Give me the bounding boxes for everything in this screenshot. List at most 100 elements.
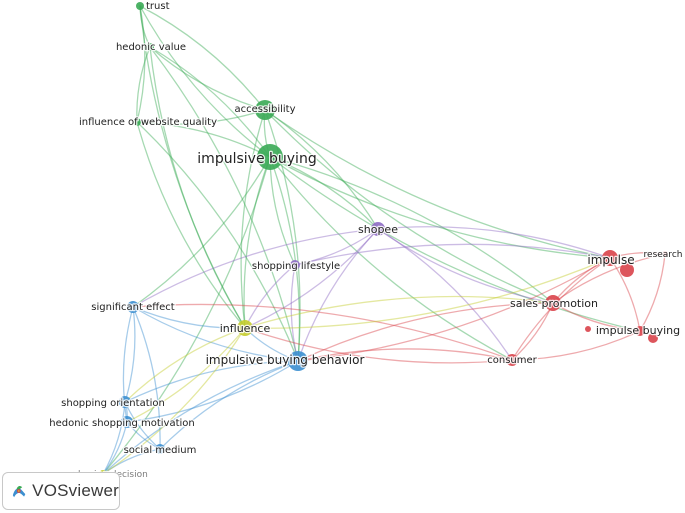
node-impulse[interactable]: [602, 250, 618, 266]
node-label-hsm: hedonic shopping motivation: [49, 418, 195, 429]
link-research-impulse_buying: [639, 253, 666, 332]
link-consumer-significant_effect: [132, 303, 513, 361]
link-layer: [102, 5, 666, 475]
node-research[interactable]: [662, 251, 668, 257]
link-accessibility-ibb: [264, 109, 301, 362]
node-influence[interactable]: [237, 320, 253, 336]
node-shopee[interactable]: [371, 222, 385, 236]
link-sales_promotion-ibb: [297, 302, 554, 362]
link-hedonic_value-influence: [149, 46, 246, 329]
link-shopee-consumer: [377, 228, 513, 361]
link-impulsive_buying-significant_effect: [132, 156, 271, 308]
link-sales_promotion-impulse_buying: [552, 302, 641, 332]
link-accessibility-shopee: [264, 109, 379, 230]
node-label-shopping-lifestyle: shopping lifestyle: [252, 261, 340, 272]
link-impulsive_buying-influence: [243, 156, 271, 329]
node-trust[interactable]: [136, 2, 144, 10]
link-shopee-ibb: [297, 228, 379, 362]
node-label-sales-promotion: sales promotion: [510, 297, 598, 310]
link-impulsive_buying-impulse_buying: [269, 156, 641, 332]
node-label-research: research: [644, 250, 683, 260]
node-consumer[interactable]: [506, 354, 518, 366]
link-impulse_buying-consumer: [511, 330, 641, 361]
link-accessibility-impulse: [264, 109, 611, 259]
node-label-impulsive-buying: impulsive buying: [197, 151, 316, 167]
link-trust-website_quality: [136, 5, 146, 123]
link-impulsive_buying-impulse: [269, 156, 611, 259]
node-label-website-quality: influence of website quality: [79, 117, 217, 128]
node-ibb[interactable]: [288, 351, 308, 371]
link-shopping_lifestyle-impulse: [294, 243, 611, 266]
link-website_quality-ibb: [136, 121, 299, 362]
link-impulsive_buying-ibb: [269, 156, 301, 362]
node-label-significant-effect: significant effect: [91, 302, 175, 313]
link-influence-shopping_orientation: [124, 327, 246, 403]
node-layer: [99, 2, 668, 478]
link-impulsive_buying-trust: [139, 5, 271, 158]
node-impulse-buying[interactable]: [635, 326, 645, 336]
link-impulsive_buying-consumer: [269, 156, 513, 361]
link-social_medium-purchasing_decision: [102, 448, 161, 475]
node-label-impulse-buying: impulse buying: [596, 324, 680, 337]
link-accessibility-hedonic_value: [149, 46, 266, 111]
link-influence-purchasing_decision: [102, 327, 246, 475]
node-social-medium[interactable]: [155, 444, 165, 454]
link-ibb-significant_effect: [132, 306, 299, 362]
link-impulsive_buying-website_quality: [136, 121, 271, 158]
node-label-impulse: impulse: [587, 253, 634, 267]
link-consumer-influence: [244, 327, 513, 364]
link-shopee-impulse: [377, 226, 611, 259]
node-accessibility[interactable]: [255, 100, 275, 120]
link-accessibility-influence: [240, 109, 266, 329]
link-impulsive_buying-purchasing_decision: [102, 156, 271, 475]
link-influence-sales_promotion: [244, 295, 554, 329]
vosviewer-logo-icon: [12, 485, 26, 498]
node-impulsive-buying[interactable]: [257, 144, 283, 170]
node-shopping-lifestyle[interactable]: [290, 260, 300, 270]
link-consumer-ibb: [297, 348, 513, 362]
node-label-trust: trust: [146, 1, 170, 12]
link-significant_effect-hsm: [122, 306, 134, 423]
link-influence-impulse: [244, 257, 611, 329]
link-hedonic_value-website_quality: [136, 46, 151, 123]
node-significant-effect[interactable]: [127, 301, 139, 313]
vosviewer-brand-text: VOSviewer: [32, 481, 119, 500]
node-label-ibb: impulsive buying behavior: [206, 353, 365, 367]
link-ibb-purchasing_decision: [102, 360, 299, 475]
node-hsm[interactable]: [121, 416, 133, 428]
link-impulsive_buying-sales_promotion: [269, 156, 554, 304]
link-accessibility-trust: [139, 5, 266, 111]
node-label-influence: influence: [220, 322, 271, 335]
link-shopping_orientation-purchasing_decision: [102, 401, 126, 475]
link-impulsive_buying-shopee: [269, 156, 379, 230]
link-ibb-hsm: [126, 360, 299, 423]
node-label-shopee: shopee: [358, 223, 398, 236]
link-impulse-ibb: [297, 257, 611, 362]
node-label-consumer: consumer: [487, 355, 537, 366]
link-accessibility-sales_promotion: [264, 109, 554, 304]
node-hedonic-value[interactable]: [146, 43, 154, 51]
node-sales-promotion[interactable]: [545, 295, 561, 311]
vosviewer-logo-badge: VOSviewer: [2, 472, 120, 510]
node-website-quality[interactable]: [133, 118, 141, 126]
node-shopping-orientation[interactable]: [119, 396, 131, 408]
link-hedonic_value-ibb: [149, 46, 299, 362]
node-label-accessibility: accessibility: [235, 104, 296, 115]
link-accessibility-website_quality: [136, 109, 266, 125]
link-significant_effect-social_medium: [132, 306, 161, 450]
link-website_quality-influence: [136, 121, 246, 329]
link-influence-hsm: [126, 327, 246, 423]
node-label-shopping-orientation: shopping orientation: [61, 398, 165, 409]
link-significant_effect-influence: [132, 306, 246, 329]
node-impulse-buying-secondary[interactable]: [648, 333, 658, 343]
link-shopee-significant_effect: [132, 228, 379, 308]
link-research-sales_promotion: [552, 253, 666, 304]
node-impulse-secondary[interactable]: [620, 263, 634, 277]
link-shopee-shopping_lifestyle: [294, 228, 379, 266]
link-ibb-shopping_orientation: [124, 360, 299, 403]
link-trust-influence: [139, 5, 246, 329]
node-impulse-buying-small[interactable]: [585, 326, 591, 332]
